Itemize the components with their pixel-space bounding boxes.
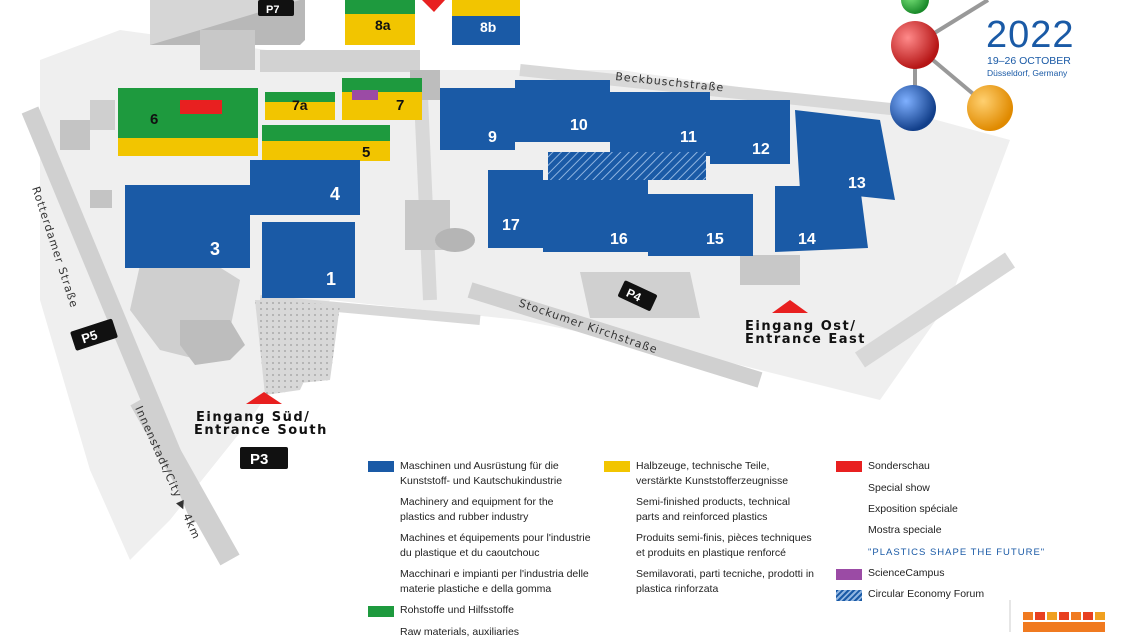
hall-11-label: 11 bbox=[680, 129, 697, 146]
molecule-logo-icon bbox=[890, 0, 1013, 131]
brand-year: 2022 bbox=[986, 14, 1075, 56]
entrance-east-de: Eingang Ost/ bbox=[745, 319, 857, 334]
legend-yellow-line: et produits en plastique renforcé bbox=[636, 547, 787, 559]
blue-halls bbox=[125, 80, 895, 298]
hall-3-label: 3 bbox=[210, 239, 220, 259]
legend-blue-line: Kunststoff- und Kautschukindustrie bbox=[400, 475, 563, 487]
legend-green-swatch bbox=[368, 606, 394, 617]
legend-yellow-line: Produits semi-finis, pièces techniques bbox=[636, 532, 812, 544]
hall-15-label: 15 bbox=[706, 231, 724, 248]
legend-hatch-swatch bbox=[836, 590, 862, 601]
legend-blue-swatch bbox=[368, 461, 394, 472]
legend-yellow-line: verstärkte Kunststofferzeugnisse bbox=[636, 475, 789, 487]
legend-blue-line: du plastique et du caoutchouc bbox=[400, 547, 540, 559]
legend-blue-line: plastics and rubber industry bbox=[400, 511, 529, 523]
legend-purple-swatch bbox=[836, 569, 862, 580]
brand-dates: 19–26 OCTOBER bbox=[987, 55, 1071, 67]
hall-9-label: 9 bbox=[488, 129, 497, 146]
hall-6-label: 6 bbox=[150, 111, 158, 128]
hall-14-label: 14 bbox=[798, 231, 816, 248]
legend-special: Sonderschau Special show Exposition spéc… bbox=[836, 459, 1044, 609]
legend-red-line: Mostra speciale bbox=[868, 524, 942, 536]
legend-yellow-line: plastica rinforzata bbox=[636, 583, 719, 595]
legend-blue-line: Machinery and equipment for the bbox=[400, 496, 554, 508]
legend-blue-line: Maschinen und Ausrüstung für die bbox=[400, 460, 559, 472]
legend-purple-line: ScienceCampus bbox=[868, 567, 945, 579]
parking-p7-label: P7 bbox=[266, 4, 279, 16]
legend-yellow-swatch bbox=[604, 461, 630, 472]
parking-p3-label: P3 bbox=[250, 451, 268, 468]
legend-yellow-line: parts and reinforced plastics bbox=[636, 511, 768, 523]
hall-1-label: 1 bbox=[326, 269, 336, 289]
hall-4-label: 4 bbox=[330, 184, 340, 204]
parking: P3 P5 P7 P4 bbox=[70, 0, 700, 469]
legend-yellow-line: Halbzeuge, technische Teile, bbox=[636, 460, 770, 472]
legend-yellow: Halbzeuge, technische Teile, verstärkte … bbox=[604, 459, 829, 609]
hall-17-label: 17 bbox=[502, 217, 520, 234]
hall-16-label: 16 bbox=[610, 231, 628, 248]
entrance-south-de: Eingang Süd/ bbox=[196, 410, 310, 425]
legend-green-line: Raw materials, auxiliaries bbox=[400, 626, 520, 638]
legend-green-line: Rohstoffe und Hilfsstoffe bbox=[400, 604, 515, 616]
hall-13-label: 13 bbox=[848, 175, 866, 192]
entrances: Eingang Süd/ Entrance South Eingang Ost/… bbox=[194, 300, 866, 438]
legend-yellow-line: Semi-finished products, technical bbox=[636, 496, 791, 508]
hall-8b-label: 8b bbox=[480, 19, 496, 35]
legend-blue: Maschinen und Ausrüstung für die Kunstst… bbox=[368, 459, 598, 638]
hall-8a-label: 8a bbox=[375, 17, 391, 33]
legend-red-line: Special show bbox=[868, 482, 930, 494]
legend-red-line: "PLASTICS SHAPE THE FUTURE" bbox=[868, 547, 1046, 558]
hall-5-label: 5 bbox=[362, 144, 370, 161]
legend-yellow-line: Semilavorati, parti tecniche, prodotti i… bbox=[636, 568, 815, 580]
hall-10-label: 10 bbox=[570, 117, 588, 134]
hall-7-label: 7 bbox=[396, 97, 404, 114]
legend-blue-line: Macchinari e impianti per l'industria de… bbox=[400, 568, 589, 580]
green-halls bbox=[118, 0, 520, 161]
parking-p5-label: P5 bbox=[79, 327, 99, 346]
hall-12-label: 12 bbox=[752, 141, 770, 158]
parking-p4-label: P4 bbox=[624, 286, 644, 305]
entrance-east-en: Entrance East bbox=[745, 332, 866, 347]
legend-hatch-line: Circular Economy Forum bbox=[868, 588, 985, 600]
legend-blue-line: Machines et équipements pour l'industrie bbox=[400, 532, 591, 544]
legend-blue-line: materie plastiche e della gomma bbox=[400, 583, 552, 595]
hall-labels: 1 3 4 5 6 7 7a 8a 8b 9 10 11 12 13 14 15… bbox=[150, 17, 866, 289]
corner-logo-icon bbox=[1009, 600, 1105, 632]
entrance-south-en: Entrance South bbox=[194, 423, 328, 438]
brand-city: Düsseldorf, Germany bbox=[987, 68, 1068, 78]
hall-7a-label: 7a bbox=[292, 97, 308, 113]
legend-red-line: Sonderschau bbox=[868, 460, 930, 472]
legend-red-swatch bbox=[836, 461, 862, 472]
legend-red-line: Exposition spéciale bbox=[868, 503, 958, 515]
